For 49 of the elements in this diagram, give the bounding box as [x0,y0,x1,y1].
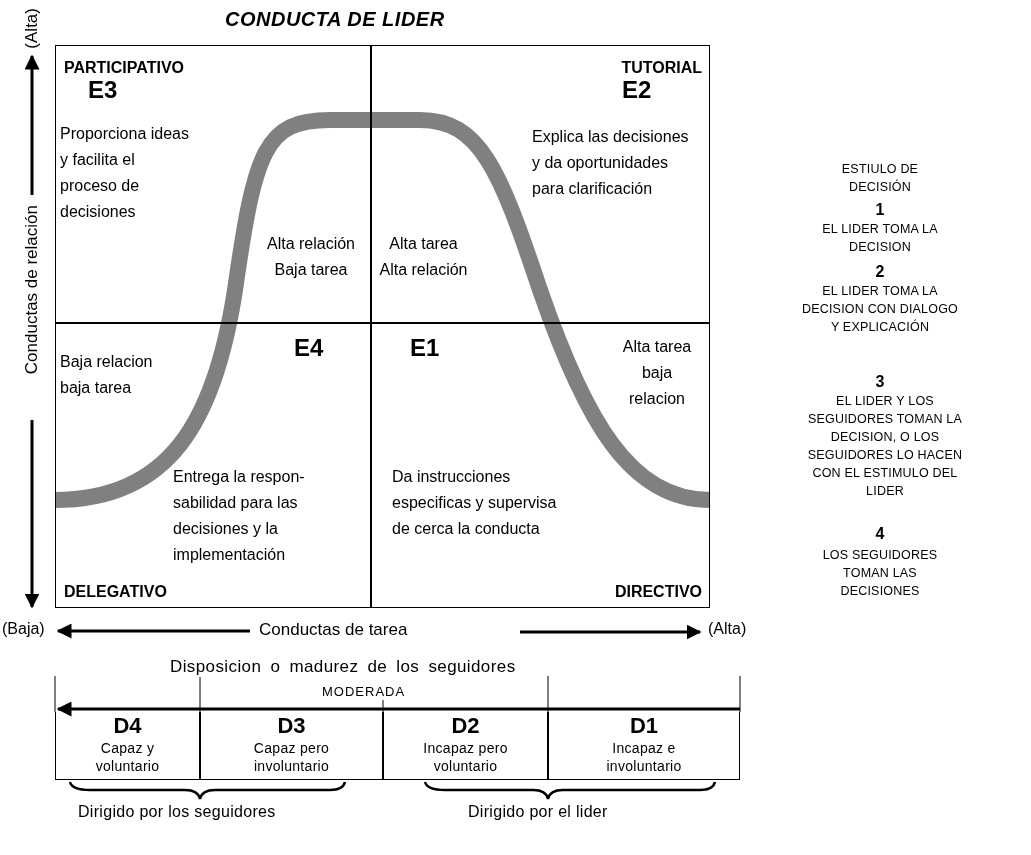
quadrant-panel [371,323,710,608]
readiness-code: D4 [113,714,142,738]
axis-end-label: (Alta) [708,620,747,638]
axis-end-label: (Baja) [2,620,45,638]
style-name: TUTORIAL [620,58,702,78]
scale-label: MODERADA [322,684,406,699]
readiness-code: D2 [451,714,480,738]
behavior-label: Baja relacion baja tarea [60,352,154,398]
description-text: Proporciona ideas y facilita el proceso de decisiones [60,124,190,222]
readiness-cell [55,712,200,780]
sidebar-number: 1 [874,200,886,220]
style-code: E3 [88,76,119,104]
style-code: E4 [294,334,325,362]
sidebar-text: LOS SEGUIDORES TOMAN LAS DECISIONES [821,547,939,600]
sidebar-number: 4 [874,524,886,544]
readiness-cell [548,712,740,780]
behavior-label: Alta tarea Alta relación [378,234,469,280]
sidebar-text: EL LIDER Y LOS SEGUIDORES TOMAN LA DECISION, O LOS SEGUIDORES LO HACEN CON EL ESTIMULO DEL LIDER [806,393,964,500]
readiness-description: Incapaz pero voluntario [422,739,509,775]
sidebar-number: 2 [874,262,886,282]
style-name: DELEGATIVO [64,582,168,602]
description-text: Explica las decisiones y da oportunidades para clarificación [532,127,690,199]
readiness-code: D1 [629,714,659,738]
readiness-description: Capaz pero involuntario [252,739,331,775]
group-label: Dirigido por los seguidores [78,803,276,821]
diagram-title: CONDUCTA DE LIDER [225,8,445,31]
quadrant-panel [371,45,710,323]
quadrant-panel [55,45,371,323]
readiness-description: Incapaz e involuntario [605,739,683,775]
sidebar-number: 3 [874,372,886,392]
behavior-label: Alta tarea baja relacion [621,337,693,409]
readiness-description: Capaz y voluntario [94,739,161,775]
scale-title: Disposicion o madurez de los seguidores [170,657,516,677]
sidebar-text: EL LIDER TOMA LA DECISION [821,221,939,256]
style-code: E2 [622,76,653,104]
readiness-cell [200,712,383,780]
style-name: PARTICIPATIVO [64,58,185,78]
group-label: Dirigido por el lider [468,803,608,821]
description-text: Da instrucciones especificas y supervisa de cerca la conducta [392,467,558,539]
readiness-code: D3 [277,714,306,738]
behavior-label: Alta relación Baja tarea [265,234,356,280]
style-code: E1 [410,334,441,362]
quadrant-panel [55,323,371,608]
style-name: DIRECTIVO [613,582,702,602]
sidebar-heading: ESTIULO DE DECISIÓN [840,161,920,196]
description-text: Entrega la respon- sabilidad para las decisiones y la implementación [173,467,306,565]
readiness-cell [383,712,548,780]
axis-end-label: (Alta) [22,8,42,49]
sidebar-text: EL LIDER TOMA LA DECISION CON DIALOGO Y EXPLICACIÓN [800,283,960,336]
